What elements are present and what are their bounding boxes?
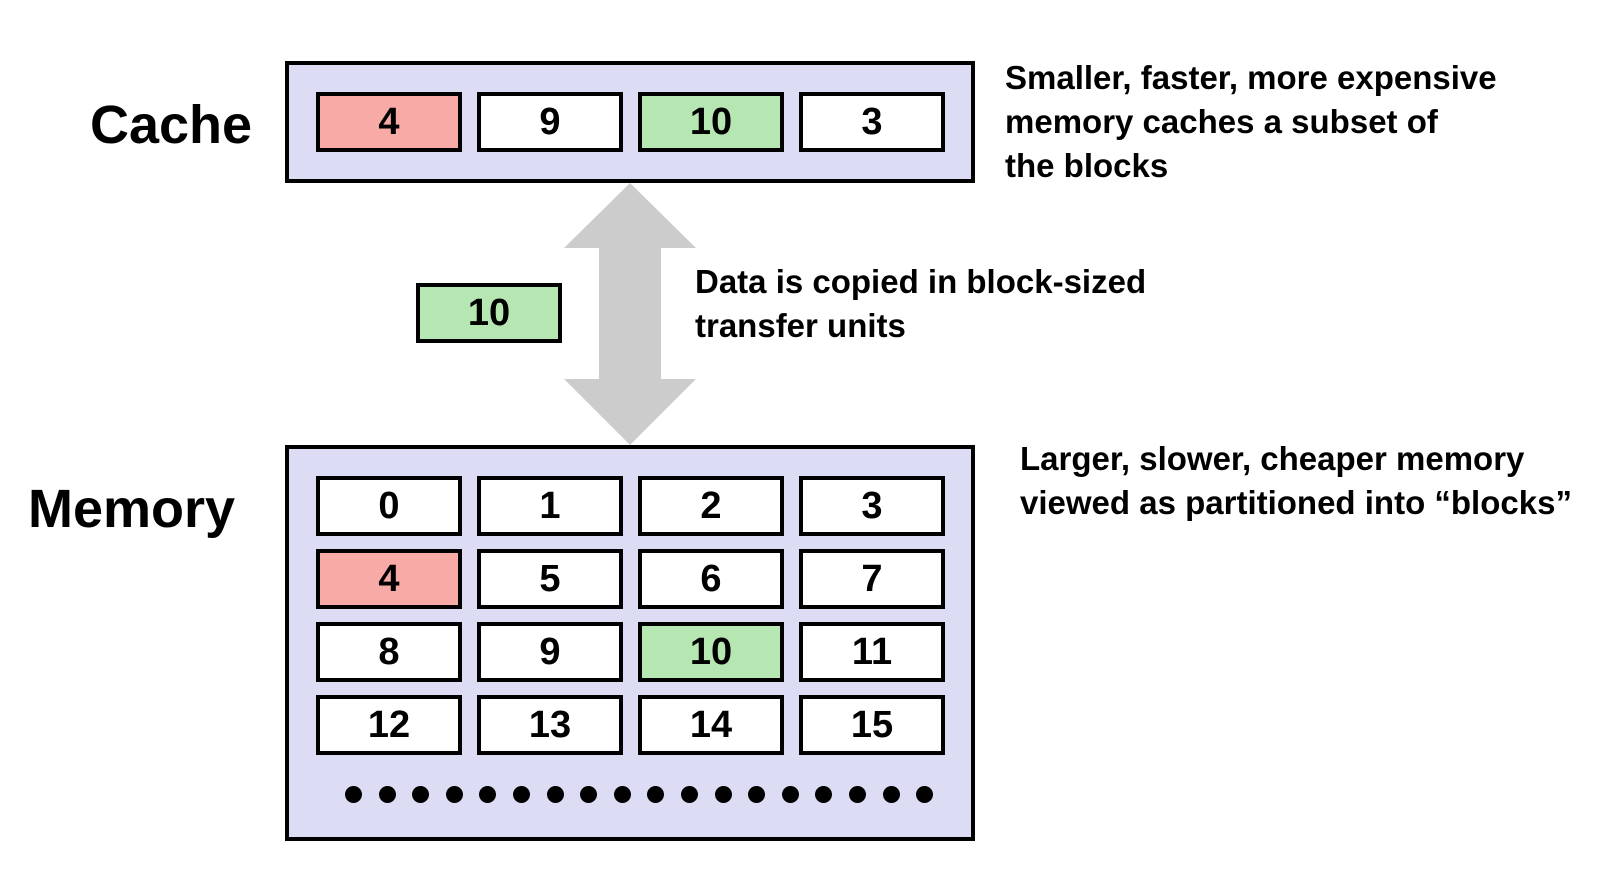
cache-title: Cache bbox=[90, 95, 253, 155]
ellipsis-dot bbox=[748, 786, 766, 803]
cache-block: 9 bbox=[477, 92, 623, 152]
ellipsis-dot bbox=[546, 786, 564, 803]
memory-block: 4 bbox=[316, 549, 462, 609]
ellipsis-dot bbox=[882, 786, 900, 803]
ellipsis-dot bbox=[512, 786, 530, 803]
memory-block: 13 bbox=[477, 695, 623, 755]
ellipsis-dot bbox=[445, 786, 463, 803]
memory-block: 6 bbox=[638, 549, 784, 609]
ellipsis-dot bbox=[680, 786, 698, 803]
cache-block: 3 bbox=[799, 92, 945, 152]
memory-block: 9 bbox=[477, 622, 623, 682]
memory-block: 8 bbox=[316, 622, 462, 682]
transfer-description: Data is copied in block-sized transfer u… bbox=[695, 263, 1147, 344]
memory-block: 1 bbox=[477, 476, 623, 536]
ellipsis-dot bbox=[916, 786, 934, 803]
memory-block: 11 bbox=[799, 622, 945, 682]
ellipsis-dot bbox=[815, 786, 833, 803]
memory-block: 10 bbox=[638, 622, 784, 682]
transfer-arrow bbox=[564, 183, 696, 445]
ellipsis-dot bbox=[714, 786, 732, 803]
memory-ellipsis-dots bbox=[345, 786, 934, 803]
memory-block: 0 bbox=[316, 476, 462, 536]
memory-block: 5 bbox=[477, 549, 623, 609]
ellipsis-dot bbox=[848, 786, 866, 803]
cache-panel: 4 9 10 3 bbox=[285, 61, 975, 183]
ellipsis-dot bbox=[479, 786, 497, 803]
memory-block: 2 bbox=[638, 476, 784, 536]
memory-block: 12 bbox=[316, 695, 462, 755]
ellipsis-dot bbox=[580, 786, 598, 803]
ellipsis-dot bbox=[412, 786, 430, 803]
ellipsis-dot bbox=[345, 786, 362, 803]
memory-block: 15 bbox=[799, 695, 945, 755]
memory-block: 3 bbox=[799, 476, 945, 536]
cache-block: 10 bbox=[638, 92, 784, 152]
memory-description: Larger, slower, cheaper memory viewed as… bbox=[1020, 440, 1572, 521]
transfer-block: 10 bbox=[416, 283, 562, 343]
cache-description: Smaller, faster, more expensive memory c… bbox=[1005, 59, 1497, 184]
memory-block: 7 bbox=[799, 549, 945, 609]
ellipsis-dot bbox=[378, 786, 396, 803]
memory-block: 14 bbox=[638, 695, 784, 755]
memory-title: Memory bbox=[28, 479, 236, 539]
ellipsis-dot bbox=[613, 786, 631, 803]
ellipsis-dot bbox=[781, 786, 799, 803]
cache-block: 4 bbox=[316, 92, 462, 152]
memory-panel: 0 1 2 3 4 5 6 7 8 9 10 11 12 13 14 15 bbox=[285, 445, 975, 841]
ellipsis-dot bbox=[647, 786, 665, 803]
